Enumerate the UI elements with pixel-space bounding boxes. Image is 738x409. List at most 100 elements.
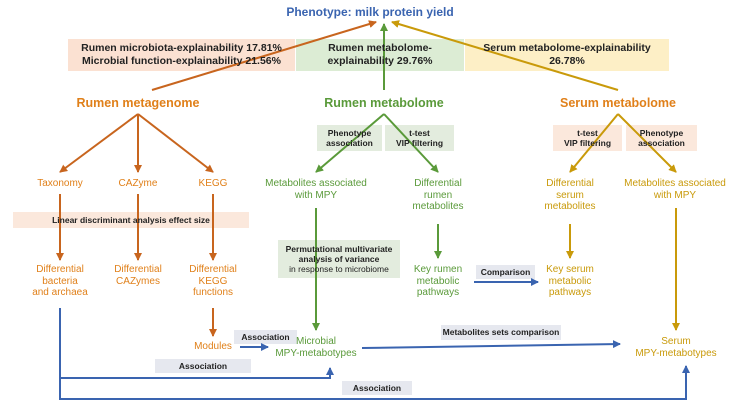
- explain-serum-line1: Serum metabolome-explainability: [483, 42, 651, 55]
- method-box-serum-ttest: [553, 125, 622, 151]
- node-serum-mpy-assoc-line2: with MPY: [653, 189, 697, 201]
- node-diff-rumen-line1: Differential: [414, 178, 462, 189]
- method-association-modules: Association: [241, 331, 290, 342]
- node-modules: Modules: [194, 341, 232, 352]
- method-box-association-bottom1: [155, 359, 251, 373]
- node-key-rumen-line3: pathways: [416, 287, 460, 298]
- node-diff-serum: Differential serum metabolites: [530, 178, 610, 213]
- node-diff-bacteria: Differential bacteria and archaea: [15, 264, 105, 299]
- node-key-rumen: Key rumen metabolic pathways: [398, 264, 478, 299]
- method-serum-ttest-line1: t-test: [577, 127, 598, 138]
- method-rumen-ttest-line2: VIP filtering: [395, 138, 444, 148]
- method-box-association-bottom2: [342, 381, 412, 395]
- method-serum-phenotype-line2: association: [638, 138, 685, 148]
- arrow-metagenome-to-kegg: [137, 113, 214, 173]
- node-microbial-mpy-line2: MPY-metabotypes: [275, 347, 357, 359]
- method-association-bottom1: Association: [178, 360, 228, 371]
- method-serum-ttest: t-test VIP filtering: [553, 125, 622, 151]
- method-serum-phenotype: Phenotype association: [626, 125, 697, 151]
- method-permanova-line3: in response to microbiome: [289, 264, 389, 275]
- node-key-rumen-line1: Key rumen: [413, 264, 463, 275]
- explain-rumen-line1: Rumen metabolome-: [328, 42, 432, 55]
- arrow-metagenome-to-taxonomy: [59, 113, 139, 173]
- node-rumen-mpy-assoc: Metabolites associated with MPY: [258, 178, 374, 201]
- page-title: Phenotype: milk protein yield: [286, 5, 454, 19]
- node-cazyme: CAZyme: [118, 178, 158, 189]
- method-permanova-line2: analysis of variance: [298, 253, 380, 264]
- method-metabolites-sets: Metabolites sets comparison: [442, 327, 560, 338]
- node-key-serum-line1: Key serum: [546, 264, 594, 275]
- arrow-serum-to-phenotype: [391, 20, 619, 91]
- arrow-rumen-to-diff-rumen: [383, 113, 439, 173]
- explain-microbiota-text: Rumen microbiota-explainability 17.81% M…: [68, 39, 295, 71]
- explain-rumen-metabolome-text: Rumen metabolome- explainability 29.76%: [296, 39, 464, 71]
- method-serum-ttest-line2: VIP filtering: [563, 138, 612, 148]
- method-rumen-ttest-line1: t-test: [409, 127, 430, 138]
- method-association-bottom2: Association: [352, 382, 402, 393]
- node-diff-serum-line3: metabolites: [544, 201, 596, 212]
- node-key-serum-line3: pathways: [548, 287, 592, 298]
- explain-rumen-line2: explainability 29.76%: [327, 55, 433, 67]
- section-rumen-metabolome: Rumen metabolome: [324, 96, 444, 110]
- method-box-metabolites-sets: [441, 325, 561, 340]
- node-diff-cazymes-line1: Differential: [114, 264, 162, 275]
- method-box-rumen-phenotype: [317, 125, 382, 151]
- explain-microbiota-line: Rumen microbiota-explainability 17.81%: [81, 42, 282, 55]
- explain-serum-metabolome-text: Serum metabolome-explainability 26.78%: [465, 39, 669, 71]
- method-box-comparison: [476, 265, 535, 279]
- node-diff-kegg: Differential KEGG functions: [173, 264, 253, 299]
- node-diff-rumen: Differential rumen metabolites: [398, 178, 478, 213]
- explain-box-microbiota: [68, 39, 295, 71]
- node-diff-serum-line2: serum: [556, 189, 584, 201]
- method-rumen-phenotype-line2: association: [326, 138, 373, 148]
- node-diff-bacteria-line3: and archaea: [32, 287, 88, 298]
- method-permanova: Permutational multivariate analysis of v…: [278, 240, 400, 278]
- method-box-lda: [13, 212, 249, 228]
- node-diff-kegg-line1: Differential: [189, 264, 237, 275]
- node-diff-kegg-line3: functions: [192, 287, 234, 298]
- method-lda: Linear discriminant analysis effect size: [52, 214, 210, 225]
- node-key-rumen-line2: metabolic: [416, 275, 460, 287]
- arrow-microbiota-to-phenotype: [151, 20, 377, 91]
- node-diff-cazymes-line2: CAZymes: [116, 275, 160, 287]
- node-serum-mpy-line1: Serum: [661, 336, 691, 347]
- node-diff-bacteria-line1: Differential: [36, 264, 84, 275]
- node-diff-cazymes: Differential CAZymes: [98, 264, 178, 287]
- node-diff-bacteria-line2: bacteria: [42, 275, 78, 287]
- arrow-microbial-to-serum: [361, 340, 621, 349]
- section-serum-metabolome: Serum metabolome: [559, 96, 676, 110]
- explain-function-line: Microbial function-explainability 21.56%: [82, 55, 281, 67]
- explain-serum-line2: 26.78%: [549, 55, 585, 67]
- node-serum-mpy-assoc: Metabolites associated with MPY: [616, 178, 734, 201]
- arrow-serum-to-diff-serum: [569, 113, 619, 173]
- node-serum-mpy: Serum MPY-metabotypes: [628, 336, 724, 359]
- section-rumen-metagenome: Rumen metagenome: [76, 96, 200, 110]
- node-diff-rumen-line3: metabolites: [412, 201, 464, 212]
- node-kegg: KEGG: [198, 178, 228, 189]
- node-rumen-mpy-assoc-line2: with MPY: [294, 189, 338, 201]
- arrow-bacteria-to-microbial: [59, 308, 334, 379]
- arrow-rumen-to-mpy-assoc: [315, 113, 385, 173]
- node-microbial-mpy: Microbial MPY-metabotypes: [268, 336, 364, 359]
- node-key-serum: Key serum metabolic pathways: [530, 264, 610, 299]
- method-box-serum-phenotype: [626, 125, 697, 151]
- node-key-serum-line2: metabolic: [548, 275, 592, 287]
- method-box-permanova: [278, 240, 400, 278]
- method-rumen-ttest: t-test VIP filtering: [385, 125, 454, 151]
- node-diff-serum-line1: Differential: [546, 178, 594, 189]
- node-taxonomy: Taxonomy: [37, 178, 83, 189]
- method-rumen-phenotype: Phenotype association: [317, 125, 382, 151]
- method-rumen-phenotype-line1: Phenotype: [327, 127, 372, 138]
- method-serum-phenotype-line1: Phenotype: [639, 127, 684, 138]
- arrow-serum-to-mpy-assoc: [617, 113, 677, 173]
- node-serum-mpy-assoc-line1: Metabolites associated: [624, 178, 726, 189]
- method-comparison: Comparison: [480, 266, 531, 277]
- node-rumen-mpy-assoc-line1: Metabolites associated: [265, 178, 367, 189]
- method-box-association-modules: [234, 330, 297, 344]
- method-box-rumen-ttest: [385, 125, 454, 151]
- node-microbial-mpy-line1: Microbial: [295, 336, 336, 347]
- node-serum-mpy-line2: MPY-metabotypes: [635, 347, 717, 359]
- explain-box-rumen-metabolome: [296, 39, 464, 71]
- node-diff-rumen-line2: rumen: [423, 189, 453, 201]
